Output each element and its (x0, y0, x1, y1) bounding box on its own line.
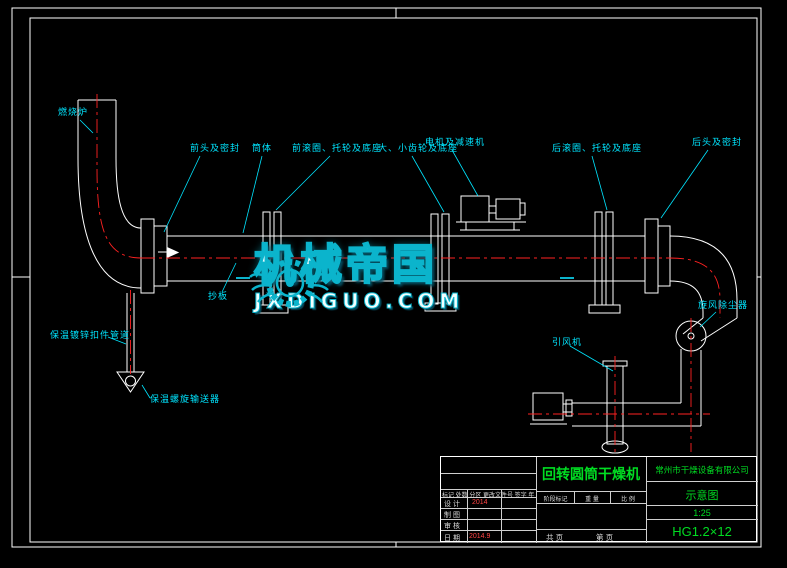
label-rear-head: 后头及密封 (692, 137, 743, 147)
title-block-line (441, 508, 536, 509)
title-block-divider (536, 457, 537, 543)
title-block-line (467, 489, 468, 543)
watermark: 机械帝国 JXDIGUO.COM (248, 242, 464, 314)
scale-label: 比 例 (621, 497, 635, 503)
date-label: 日 期 (444, 535, 460, 542)
label-gears: 大、小齿轮及底座 (378, 143, 459, 153)
weight-label: 重 量 (585, 497, 599, 503)
title-block: 回转圆筒干燥机 常州市干燥设备有限公司 示意图 1:25 HG1.2×12 标记… (440, 456, 758, 543)
title-block-line (646, 519, 758, 520)
drive-motor-reducer (456, 195, 526, 231)
title-block-line (536, 491, 646, 492)
title-block-line (501, 489, 502, 543)
model-number: HG1.2×12 (672, 524, 732, 539)
title-block-line (441, 530, 536, 531)
page-number-label: 第 页 (596, 533, 614, 542)
centerlines (96, 94, 721, 456)
label-screw-conveyor: 保温螺旋输送器 (150, 394, 221, 404)
title-block-line (441, 497, 536, 498)
draft-label: 制 图 (444, 512, 460, 519)
title-block-line (536, 529, 646, 530)
check-label: 审 核 (444, 523, 460, 530)
label-rear-ring: 后滚圈、托轮及底座 (552, 143, 643, 153)
watermark-dash-left (236, 277, 250, 279)
sheet-count-label: 共 页 (546, 533, 564, 542)
drum-shell (140, 218, 671, 294)
gear-wings-logo-icon (249, 249, 331, 307)
title-block-line (441, 519, 536, 520)
drawing-type: 示意图 (685, 490, 719, 502)
title-block-line (536, 503, 646, 504)
watermark-dash-right (560, 277, 574, 279)
title-block-divider (646, 457, 647, 543)
design-value: 2014 (472, 499, 488, 506)
title-block-line (441, 473, 536, 474)
label-insulated-pipe: 保温镀锌扣件管道 (50, 330, 131, 340)
title-block-line (646, 481, 758, 482)
product-name: 回转圆筒干燥机 (542, 466, 640, 482)
stage-mark-label: 阶段标记 (543, 497, 568, 503)
scale-value: 1:25 (693, 508, 711, 518)
label-lifters: 抄板 (208, 291, 229, 301)
company-name: 常州市干燥设备有限公司 (655, 465, 749, 475)
label-fan: 引风机 (552, 337, 583, 347)
leader-lines (79, 119, 717, 399)
label-motor: 电机及减速机 (425, 137, 486, 147)
title-block-line (441, 489, 536, 490)
label-cyclone: 旋风除尘器 (698, 300, 749, 310)
support-stations (256, 211, 621, 314)
design-label: 设 计 (444, 501, 460, 508)
title-block-line (646, 505, 758, 506)
revision-header: 标记 处数 分区 更改文件号 签字 年 月 日 (442, 493, 535, 499)
furnace-elbow (77, 99, 142, 289)
label-furnace: 燃烧炉 (58, 107, 89, 117)
drawing-border (11, 7, 762, 548)
title-block-line (574, 491, 575, 503)
label-front-ring: 前滚圈、托轮及底座 (292, 143, 383, 153)
date-value: 2014.9 (469, 533, 491, 540)
label-front-head: 前头及密封 (190, 143, 241, 153)
title-block-line (610, 491, 611, 503)
label-shell: 筒体 (252, 143, 273, 153)
